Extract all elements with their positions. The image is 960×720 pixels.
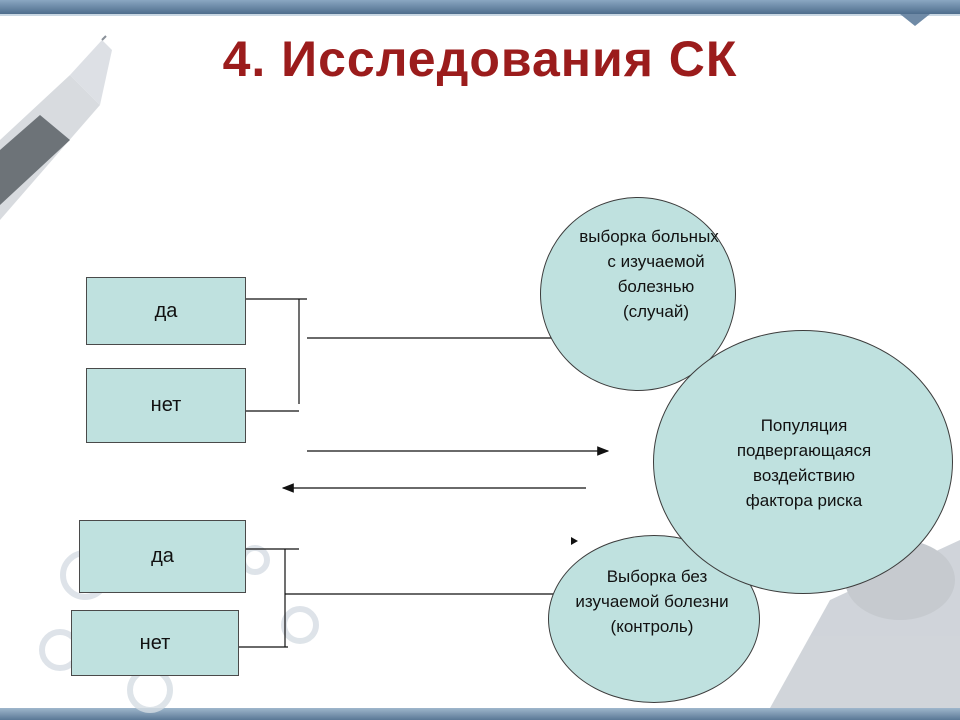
- circle-controls-line: изучаемой болезни: [575, 592, 729, 611]
- box-cases-yes: да: [86, 277, 246, 345]
- small-arrow-marker: [571, 537, 578, 545]
- circle-population: Популяция подвергающаяся воздействию фак…: [653, 330, 953, 594]
- circle-population-line: подвергающаяся: [736, 441, 872, 460]
- circle-cases-sample: выборка больных с изучаемой болезнью (сл…: [540, 197, 736, 391]
- page-title: 4. Исследования СК: [222, 31, 738, 87]
- circle-controls-line: Выборка без: [606, 567, 708, 586]
- circle-cases-line: с изучаемой: [607, 252, 705, 271]
- circle-cases-line: выборка больных: [579, 227, 719, 246]
- box-cases-no: нет: [86, 368, 246, 443]
- circle-controls-line: (контроль): [610, 617, 694, 636]
- box-controls-yes: да: [79, 520, 246, 593]
- circle-cases-line: (случай): [622, 302, 690, 321]
- box-controls-no: нет: [71, 610, 239, 676]
- bottom-decor-bar: [0, 708, 960, 720]
- circle-population-line: фактора риска: [745, 491, 863, 510]
- circle-population-line: воздействию: [753, 466, 855, 485]
- top-decor-line: [0, 14, 960, 16]
- circle-cases-line: болезнью: [617, 277, 695, 296]
- top-decor-bar: [0, 0, 960, 14]
- circle-population-line: Популяция: [760, 416, 848, 435]
